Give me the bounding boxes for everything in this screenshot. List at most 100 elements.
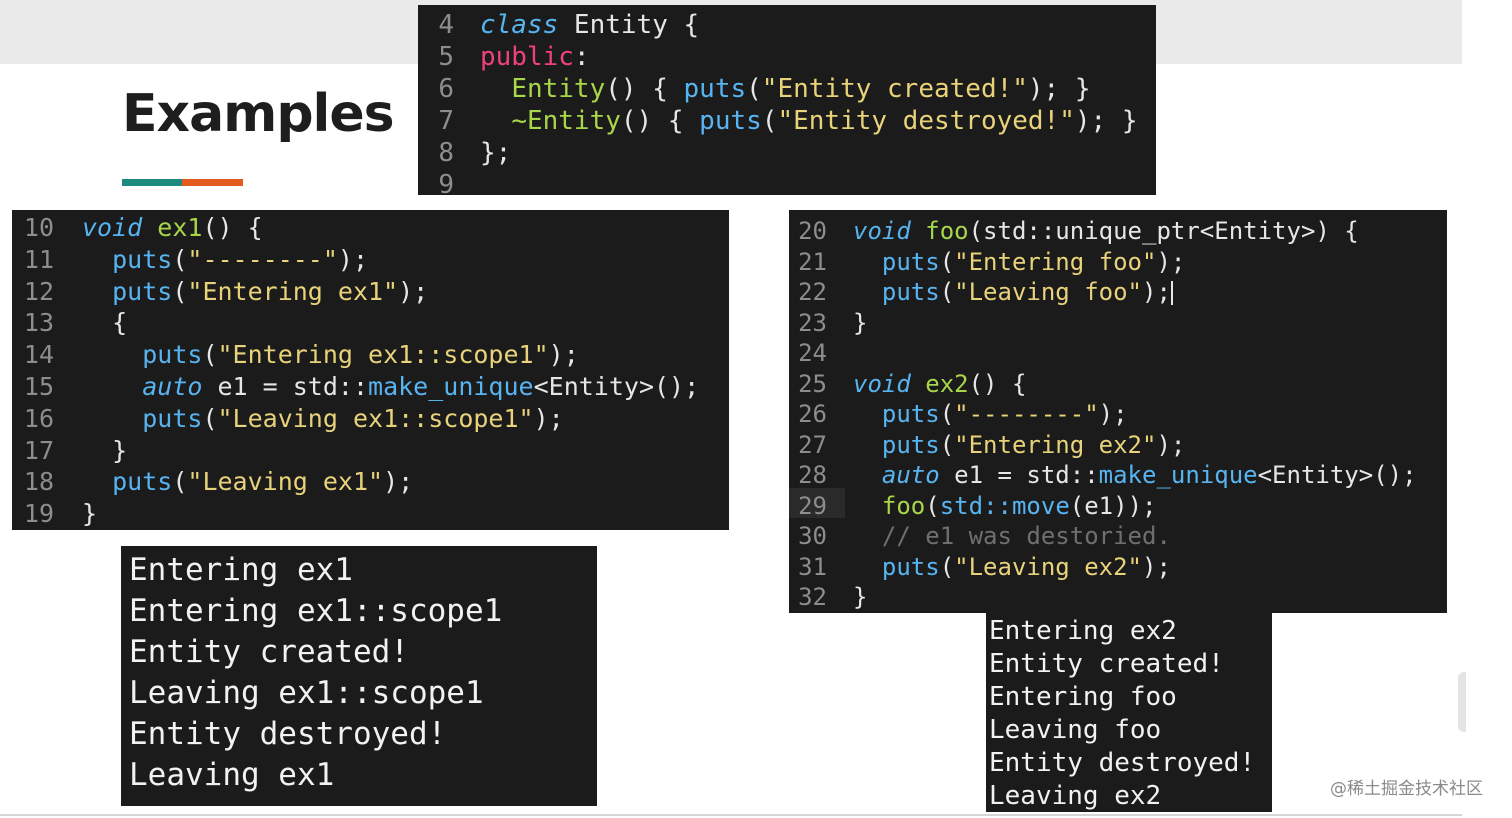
line-number: 18: [23, 467, 54, 497]
code-line: puts("Leaving foo");: [853, 277, 1173, 308]
line-number: 19: [23, 499, 54, 529]
code-token: );: [1156, 430, 1186, 459]
line-number: 24: [798, 339, 827, 367]
code-token: puts: [881, 430, 940, 459]
code-token: [853, 431, 882, 459]
code-token: (: [746, 74, 762, 104]
code-token: (: [761, 106, 778, 136]
code-token: [480, 74, 511, 104]
code-line: class Entity {: [480, 9, 699, 41]
code-token: };: [480, 138, 512, 168]
code-token: e1 = std::: [939, 461, 1099, 489]
code-line: puts("Entering foo");: [853, 247, 1185, 278]
code-line: puts("Leaving ex1");: [82, 466, 413, 498]
underline-orange: [182, 179, 243, 186]
code-token: [853, 522, 882, 550]
line-number: 20: [798, 217, 827, 245]
code-token: puts: [142, 340, 203, 370]
code-token: [82, 340, 142, 369]
slide-bottom-divider: [0, 814, 1462, 816]
line-number: 27: [798, 430, 827, 459]
code-token: ~Entity: [511, 106, 621, 136]
code-token: "Entering ex2": [954, 430, 1157, 459]
code-token: puts: [683, 74, 747, 104]
code-token: () {: [968, 369, 1027, 398]
code-token: (: [939, 430, 955, 459]
code-token: (: [172, 244, 188, 274]
code-token: void: [853, 369, 911, 398]
line-number: 15: [23, 372, 54, 401]
code-token: e1 = std::: [202, 372, 369, 401]
code-token: ex2: [925, 369, 969, 398]
code-token: );: [548, 340, 579, 370]
line-number: 16: [23, 403, 54, 433]
code-token: [82, 404, 142, 433]
underline-teal: [122, 179, 182, 186]
code-line: public:: [480, 41, 590, 73]
slide-title: Examples: [122, 84, 395, 144]
code-token: () {: [620, 106, 700, 136]
output-line: Leaving ex1::scope1: [129, 675, 484, 711]
code-token: );: [533, 403, 564, 433]
code-token: "Entering ex1::scope1": [217, 340, 549, 370]
output-line: Entering ex1: [129, 552, 353, 588]
line-number: 29: [798, 491, 827, 520]
line-number: 28: [798, 461, 827, 489]
code-line: }: [853, 582, 867, 613]
code-token: [853, 278, 882, 306]
code-line: puts("--------");: [853, 399, 1128, 430]
code-token: make_unique: [1098, 461, 1258, 489]
code-token: void: [82, 213, 143, 242]
code-token: "Entering ex1": [187, 276, 399, 306]
code-token: puts: [699, 106, 762, 136]
line-number: 32: [798, 583, 827, 611]
code-token: [82, 245, 112, 274]
code-token: void: [853, 217, 911, 245]
line-number: 25: [798, 369, 827, 398]
code-line: void ex1() {: [82, 212, 263, 244]
code-token: }: [82, 435, 128, 465]
code-token: auto: [881, 461, 940, 489]
code-line: auto e1 = std::make_unique<Entity>();: [82, 371, 699, 403]
line-number: 4: [438, 10, 454, 40]
code-line: // e1 was destoried.: [853, 521, 1171, 552]
code-token: (: [202, 340, 218, 370]
code-token: [853, 248, 882, 276]
code-token: "Entity destroyed!": [777, 106, 1075, 136]
code-line: puts("Leaving ex1::scope1");: [82, 403, 564, 435]
code-token: Entity: [511, 74, 606, 104]
output-line: Entity created!: [989, 649, 1224, 679]
code-token: puts: [112, 276, 173, 306]
code-token: (e1));: [1069, 491, 1157, 520]
code-token: [853, 553, 882, 581]
line-number: 14: [23, 340, 54, 370]
code-token: [853, 461, 882, 489]
line-number: 26: [798, 400, 827, 428]
code-token: "Entity created!": [761, 74, 1028, 104]
line-number: 5: [438, 42, 454, 72]
line-number: 17: [23, 435, 54, 465]
code-token: }: [853, 308, 868, 337]
side-scroll-handle[interactable]: [1458, 672, 1466, 732]
code-token: (: [925, 491, 940, 520]
line-number: 7: [438, 106, 454, 136]
code-token: <Entity>();: [533, 372, 700, 401]
code-token: "Leaving foo": [954, 278, 1142, 306]
output-line: Leaving foo: [989, 715, 1162, 745]
code-token: "Leaving ex1": [187, 467, 384, 497]
code-token: puts: [881, 552, 940, 581]
line-number: 23: [798, 308, 827, 337]
code-token: :: [573, 42, 590, 72]
output-line: Entering ex2: [989, 616, 1177, 646]
line-number: 31: [798, 552, 827, 581]
code-token: puts: [881, 247, 940, 276]
line-number: 13: [23, 308, 54, 338]
line-number: 6: [438, 74, 454, 104]
code-token: puts: [112, 244, 173, 274]
code-token: {: [82, 308, 128, 338]
code-token: [82, 467, 112, 496]
code-token: ); }: [1027, 74, 1091, 104]
